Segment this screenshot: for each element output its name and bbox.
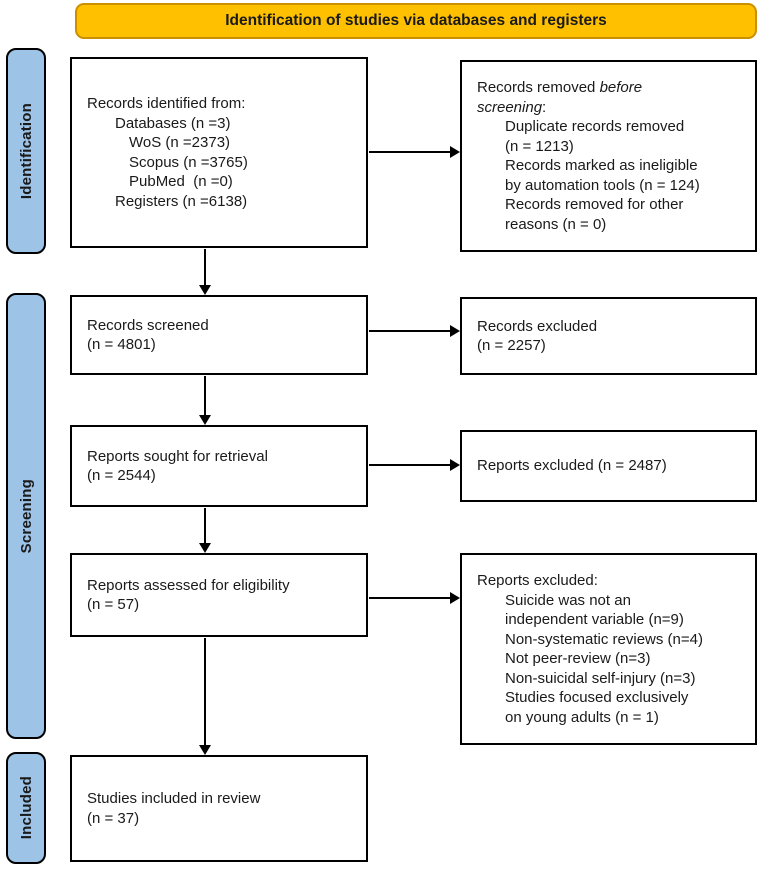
arrow-assessed-to-excluded [369,597,450,599]
text-line: Records excluded [477,317,598,335]
box-studies-included: Studies included in review (n = 37) [70,755,368,862]
arrowhead-right-icon [450,325,460,337]
arrowhead-down-icon [199,285,211,295]
text-line: Suicide was not an [505,591,631,609]
arrow-sought-to-assessed [204,508,206,543]
text-line: (n = 57) [87,596,140,613]
text-line: by automation tools (n = 124) [505,176,700,194]
text-line: Studies focused exclusively [505,689,689,706]
text-line: Records removed before [477,78,749,98]
arrow-sought-to-excluded [369,464,450,466]
text-line: Not peer-review (n=3) [505,650,651,667]
text-line: (n = 1213) [505,137,574,155]
text-line: screening: [477,98,749,118]
text-line: on young adults (n = 1) [505,708,659,726]
text-line: WoS (n =2373) [129,134,231,151]
box-records-screened: Records screened (n = 4801) [70,295,368,375]
text-line: PubMed (n =0) [129,173,233,190]
text-line: Records identified from: [87,95,246,112]
text-line: Non-systematic reviews (n=4) [505,630,703,648]
text-line: Reports excluded (n = 2487) [477,457,667,475]
text-line: reasons (n = 0) [505,215,607,233]
arrowhead-right-icon [450,459,460,471]
arrow-screened-to-excluded [369,330,450,332]
text-line: Reports sought for retrieval [87,447,268,465]
text-line: (n = 37) [87,809,140,827]
arrowhead-down-icon [199,745,211,755]
box-reports-excluded-detail: Reports excluded: Suicide was not an ind… [460,553,757,745]
box-reports-excluded: Reports excluded (n = 2487) [460,430,757,502]
arrowhead-right-icon [450,146,460,158]
text-line: (n = 2544) [87,467,156,484]
stage-included-label: Included [17,776,35,840]
text-line: Databases (n =3) [115,114,231,132]
text-line: Non-suicidal self-injury (n=3) [505,669,696,687]
text-line: independent variable (n=9) [505,611,684,628]
arrowhead-right-icon [450,592,460,604]
banner-title: Identification of studies via databases … [225,12,607,29]
box-records-identified: Records identified from: Databases (n =3… [70,57,368,248]
text-line: Duplicate records removed [505,118,685,135]
stage-included: Included [6,752,46,864]
text-line: Reports excluded: [477,572,598,589]
arrow-screened-to-sought [204,376,206,415]
text-line: Records marked as ineligible [505,157,698,174]
arrowhead-down-icon [199,543,211,553]
stage-identification: Identification [6,48,46,254]
arrow-identified-to-screened [204,249,206,286]
box-reports-assessed: Reports assessed for eligibility (n = 57… [70,553,368,637]
stage-screening-label: Screening [17,478,35,554]
text-line: (n = 4801) [87,336,156,353]
banner: Identification of studies via databases … [75,3,757,39]
box-records-removed: Records removed before screening: Duplic… [460,60,757,252]
text-line: Registers (n =6138) [115,192,248,210]
stage-screening: Screening [6,293,46,739]
heading-italic: screening [477,98,543,116]
heading-normal: : [542,98,547,116]
box-reports-sought: Reports sought for retrieval (n = 2544) [70,425,368,507]
text-line: Scopus (n =3765) [129,153,248,171]
heading-italic: before [599,79,643,96]
text-line: Reports assessed for eligibility [87,576,290,594]
text-line: Records screened [87,316,209,334]
box-records-excluded: Records excluded (n = 2257) [460,297,757,375]
stage-identification-label: Identification [17,102,35,200]
arrow-assessed-to-included [204,638,206,745]
heading-normal: Records removed [477,79,600,96]
text-line: (n = 2257) [477,337,546,354]
arrowhead-down-icon [199,415,211,425]
text-line: Records removed for other [505,196,684,213]
text-line: Studies included in review [87,790,261,807]
arrow-identified-to-removed [369,151,450,153]
